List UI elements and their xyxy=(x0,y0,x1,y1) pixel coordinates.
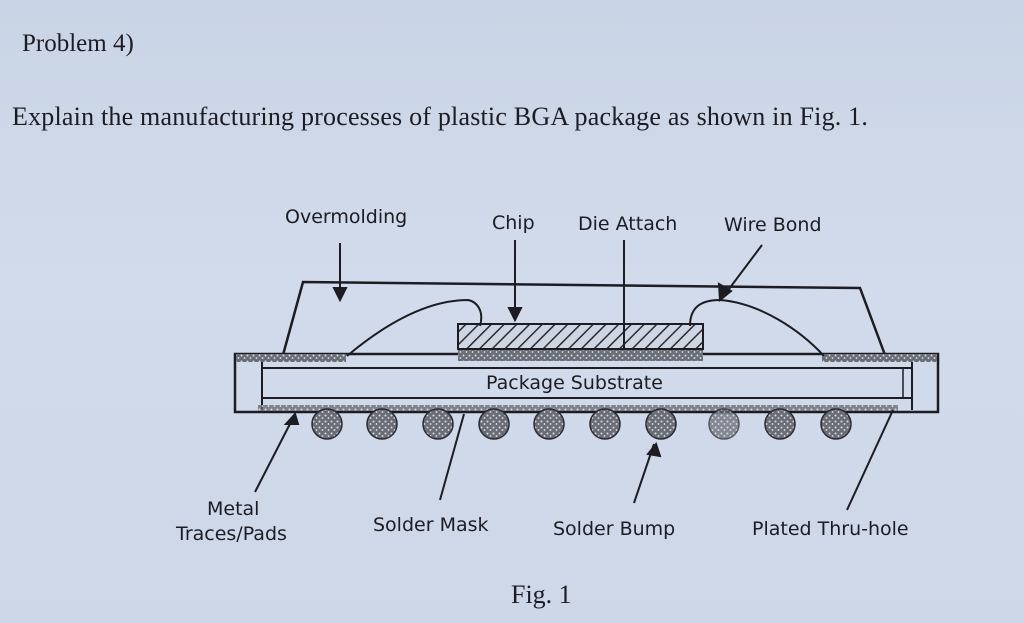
problem-title: Problem 4) xyxy=(22,30,134,57)
chip xyxy=(457,323,704,350)
solder-balls xyxy=(311,408,852,440)
package-substrate xyxy=(233,352,940,414)
wire-bond-right xyxy=(689,298,825,357)
label-die-attach: Die Attach xyxy=(578,213,677,235)
leader-metal-traces xyxy=(254,417,294,493)
figure-caption: Fig. 1 xyxy=(511,580,572,609)
overmold-outline xyxy=(281,280,887,356)
label-plated-thru-hole: Plated Thru-hole xyxy=(752,518,909,540)
die-attach-layer xyxy=(458,348,703,361)
label-package-substrate: Package Substrate xyxy=(486,372,663,394)
label-chip: Chip xyxy=(492,212,535,234)
leader-plated-thru-hole xyxy=(846,409,894,511)
label-wire-bond: Wire Bond xyxy=(724,214,822,236)
label-solder-mask: Solder Mask xyxy=(373,514,489,536)
label-solder-bump: Solder Bump xyxy=(553,518,675,540)
label-metal-line1: Metal xyxy=(207,498,259,520)
leader-solder-mask xyxy=(439,413,465,501)
label-metal-line2: Traces/Pads xyxy=(175,523,287,545)
wire-bond-left xyxy=(346,298,483,357)
problem-question: Explain the manufacturing processes of p… xyxy=(12,102,869,131)
leader-wire-bond xyxy=(722,244,763,298)
label-overmolding: Overmolding xyxy=(285,206,407,228)
